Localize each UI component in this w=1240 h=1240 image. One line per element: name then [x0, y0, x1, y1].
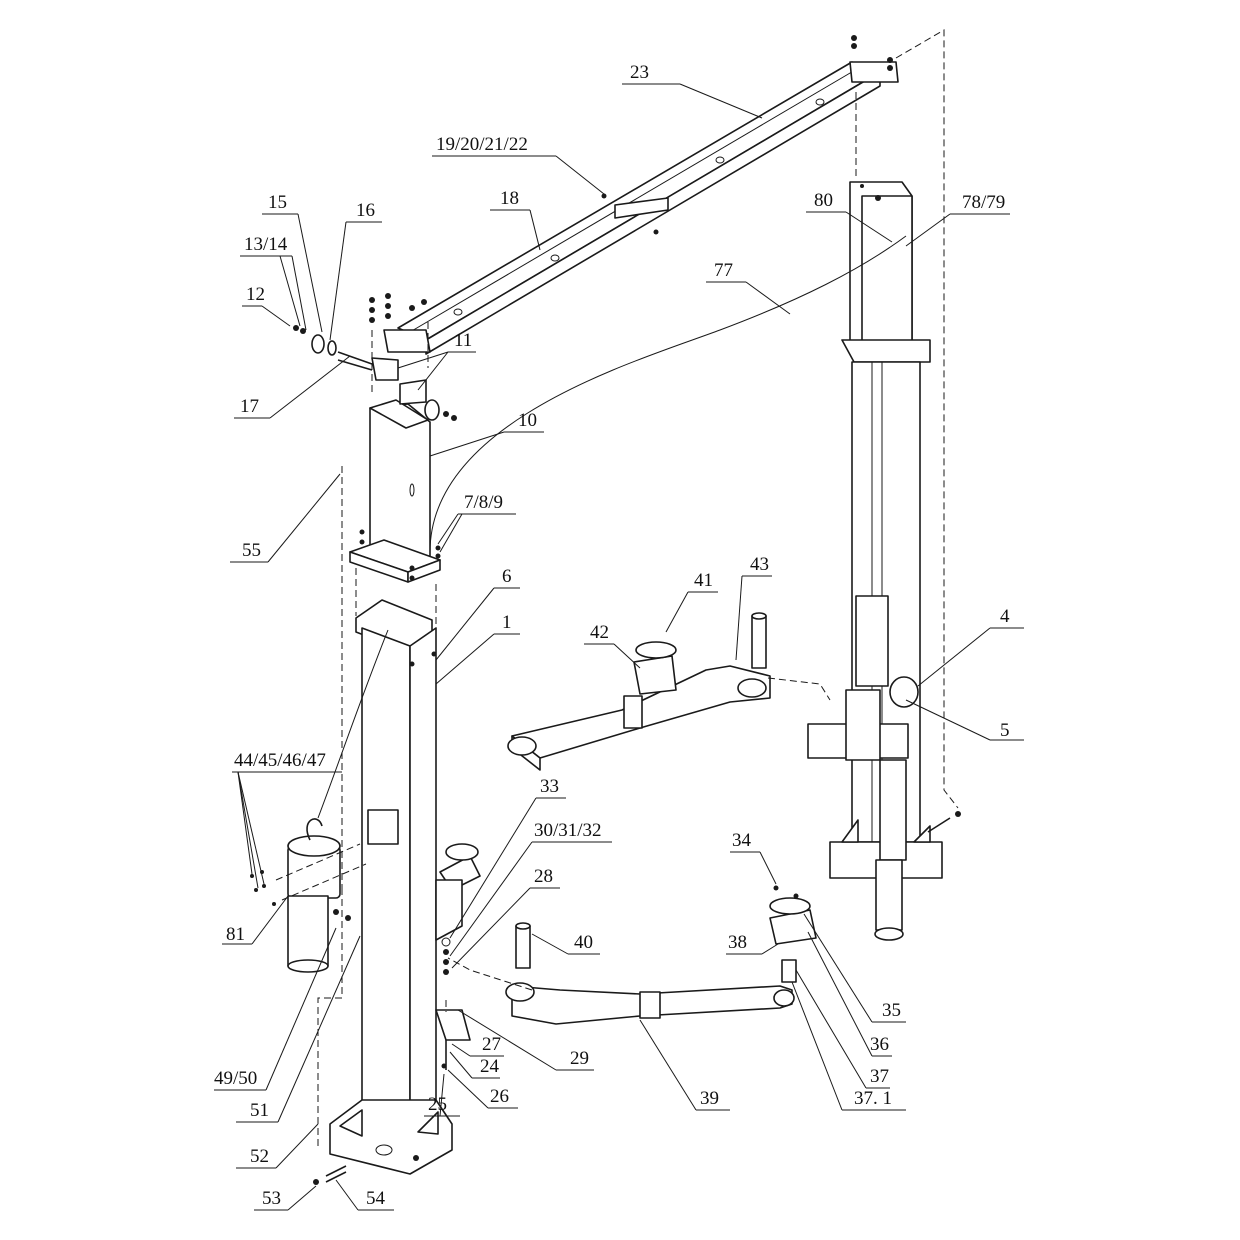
callout-55: 55	[242, 540, 261, 561]
callout-42: 42	[590, 622, 609, 643]
callout-25: 25	[428, 1094, 447, 1115]
callout-7-9: 7/8/9	[464, 492, 503, 513]
left-column	[329, 599, 453, 1175]
callout-6: 6	[502, 566, 512, 587]
equalizer-cable	[429, 235, 907, 553]
lift-arm-lower	[505, 885, 817, 1025]
callout-38: 38	[728, 932, 747, 953]
callout-10: 10	[518, 410, 537, 431]
callout-15: 15	[268, 192, 287, 213]
callout-28: 28	[534, 866, 553, 887]
lift-arm-upper	[507, 612, 771, 771]
callout-49-50: 49/50	[214, 1068, 257, 1089]
callout-17: 17	[240, 396, 259, 417]
callout-39: 39	[700, 1088, 719, 1109]
leader-lines	[214, 83, 1024, 1211]
overhead-beam	[383, 61, 899, 355]
right-column-arm-pin	[927, 811, 961, 833]
callout-30-32: 30/31/32	[534, 820, 602, 841]
callout-5: 5	[1000, 720, 1010, 741]
callout-51: 51	[250, 1100, 269, 1121]
callout-43: 43	[750, 554, 769, 575]
callout-23: 23	[630, 62, 649, 83]
callout-18: 18	[500, 188, 519, 209]
lock-assembly	[435, 937, 471, 1070]
ground-pin	[313, 1165, 347, 1185]
callout-78-79: 78/79	[962, 192, 1005, 213]
callout-16: 16	[356, 200, 375, 221]
callout-34: 34	[732, 830, 752, 851]
callout-24: 24	[480, 1056, 500, 1077]
callout-11: 11	[454, 330, 472, 351]
callout-19-22: 19/20/21/22	[436, 134, 528, 155]
callout-4: 4	[1000, 606, 1010, 627]
callout-35: 35	[882, 1000, 901, 1021]
callout-13-14: 13/14	[244, 234, 288, 255]
callout-54: 54	[366, 1188, 386, 1209]
hydraulic-hose	[317, 629, 389, 819]
callout-52: 52	[250, 1146, 269, 1167]
callout-36: 36	[870, 1034, 889, 1055]
lift-arm-behind-column	[435, 843, 481, 941]
callout-53: 53	[262, 1188, 281, 1209]
callout-27: 27	[482, 1034, 501, 1055]
right-column	[807, 181, 943, 941]
callout-12: 12	[246, 284, 265, 305]
callout-29: 29	[570, 1048, 589, 1069]
callout-40: 40	[574, 932, 593, 953]
callout-1: 1	[502, 612, 512, 633]
assembly-lines	[275, 29, 959, 1150]
callout-33: 33	[540, 776, 559, 797]
beam-bolts	[369, 35, 893, 323]
callout-81: 81	[226, 924, 245, 945]
power-unit	[250, 818, 351, 973]
callout-37-1: 37. 1	[854, 1088, 892, 1109]
callout-41: 41	[694, 570, 713, 591]
left-column-extension	[349, 399, 441, 583]
pulley-assembly	[293, 325, 457, 421]
callout-26: 26	[490, 1086, 509, 1107]
callout-77: 77	[714, 260, 733, 281]
callout-80: 80	[814, 190, 833, 211]
callout-37: 37	[870, 1066, 889, 1087]
callout-labels: 23 19/20/21/22 18 15 16 13/14 12 11 17 1…	[214, 62, 1010, 1209]
callout-44-47: 44/45/46/47	[234, 750, 326, 771]
